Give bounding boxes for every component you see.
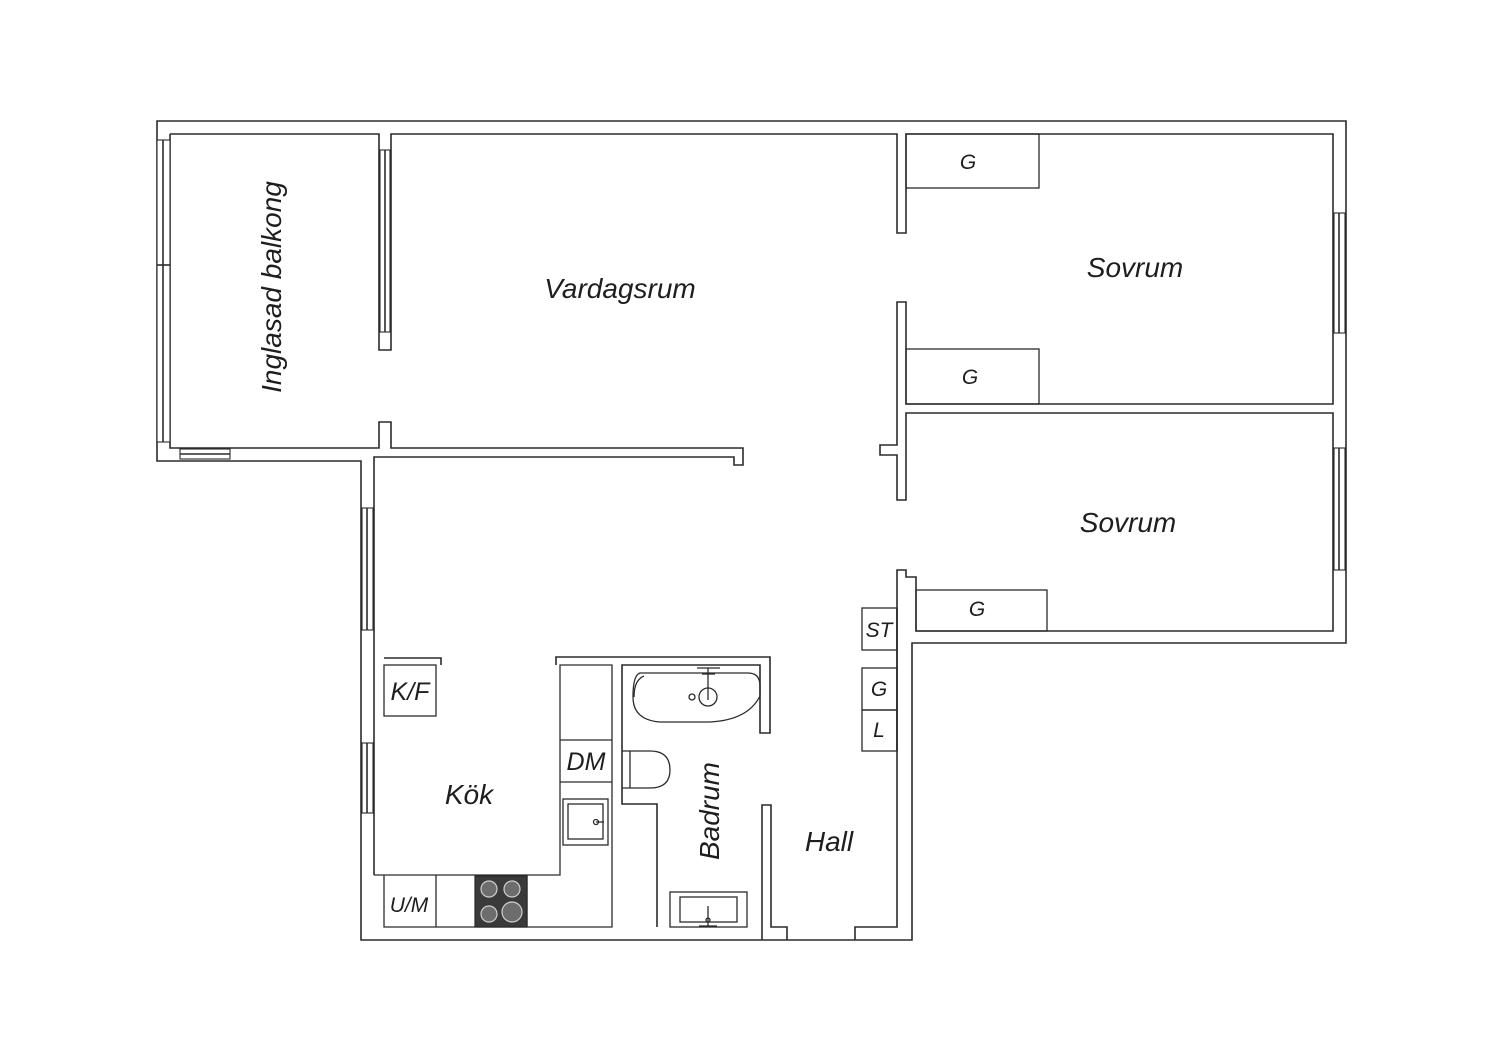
appliance-labels: K/F DM U/M [390,678,606,917]
label-wardrobe-bedroom-1-top: G [960,151,976,174]
kitchen-counter-bottom [374,664,613,928]
wardrobe-bedroom-1-top [905,133,1040,189]
label-wardrobe-bedroom-1-bottom: G [962,366,978,389]
label-hall-g: G [871,678,887,701]
stove [474,875,528,928]
label-fridge-freezer: K/F [391,678,432,706]
bathroom-basin-outer [669,891,748,928]
room-label-balcony: Inglasad balkong [256,181,287,393]
toilet [622,750,671,789]
outer-walls [156,120,1347,941]
label-oven-microwave: U/M [390,894,429,917]
room-label-hall: Hall [805,826,854,857]
wardrobe-bedroom-2 [915,589,1048,632]
label-wardrobe-bedroom-2: G [969,598,985,621]
label-dishwasher: DM [567,748,606,776]
room-label-living-room: Vardagsrum [544,273,695,304]
storage-units [861,133,1048,752]
room-label-kitchen: Kök [445,779,495,810]
bathroom-fixtures [622,667,761,928]
wardrobe-bedroom-1-bottom [905,348,1040,405]
kitchen-fixtures [374,656,771,928]
kitchen-sink-outer [562,798,609,846]
room-labels: Inglasad balkong Vardagsrum Sovrum Sovru… [256,181,1183,860]
label-hall-l: L [873,719,885,742]
room-label-bedroom-1: Sovrum [1087,252,1183,283]
bathtub [632,672,761,723]
storage-labels: G G G ST G L [866,151,986,742]
label-hall-st: ST [866,619,895,642]
room-label-bathroom: Badrum [694,762,725,860]
fridge-freezer [383,664,437,717]
room-label-bedroom-2: Sovrum [1080,507,1176,538]
windows [156,139,1346,814]
